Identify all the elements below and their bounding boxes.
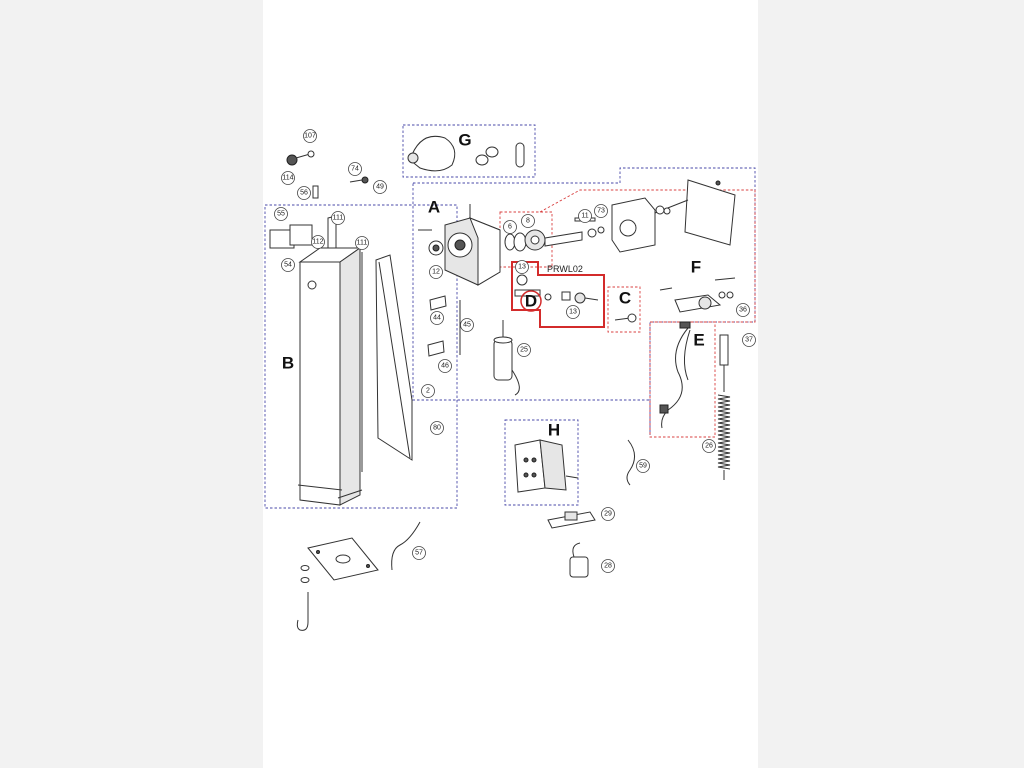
callout-2: 2 [421,384,435,398]
svg-text:114: 114 [282,175,293,182]
callout-80: 80 [430,421,444,435]
callout-59: 59 [636,459,650,473]
callout-13a: 13 [515,260,529,274]
foundation-parts [296,521,421,631]
callout-29: 29 [601,507,615,521]
svg-text:45: 45 [463,322,471,329]
svg-text:11: 11 [581,213,588,220]
svg-text:107: 107 [304,133,316,140]
svg-text:55: 55 [277,211,285,218]
callout-57: 57 [412,546,426,560]
callout-111a: 111 [331,211,345,225]
callout-45: 45 [460,318,474,332]
control-box-h [514,439,579,493]
group-c-outline [607,286,641,333]
callout-11: 11 [578,209,592,223]
kit-d-parts [514,274,599,304]
spring-assembly [717,334,731,480]
svg-text:36: 36 [739,307,747,314]
callout-54: 54 [281,258,295,272]
svg-text:37: 37 [745,337,753,344]
part-g-assembly [407,135,525,172]
group-f-outline [539,189,756,323]
callout-26: 26 [702,439,716,453]
svg-text:2: 2 [426,388,430,395]
svg-text:112: 112 [312,239,323,246]
section-letter-h: H [548,421,560,440]
svg-text:12: 12 [432,269,440,276]
callout-28: 28 [601,559,615,573]
section-letter-e: E [693,331,704,350]
svg-text:46: 46 [441,363,449,370]
svg-text:44: 44 [433,315,441,322]
svg-text:29: 29 [604,511,612,518]
housing-f [611,179,736,313]
svg-text:54: 54 [284,262,292,269]
kit-d-marker [520,290,542,312]
callout-114: 114 [281,171,295,185]
callout-group: 107 114 74 49 56 55 112 54 111 111 12 6 … [274,129,756,573]
svg-text:80: 80 [433,425,441,432]
callout-111b: 111 [355,236,369,250]
kit-code-label: PRWL02 [547,264,583,274]
svg-text:26: 26 [705,443,713,450]
wiring-e [659,321,691,429]
svg-text:73: 73 [597,208,605,215]
callout-12: 12 [429,265,443,279]
parts-top-left [286,150,369,199]
callout-73: 73 [594,204,608,218]
svg-text:56: 56 [300,190,308,197]
callout-36: 36 [736,303,750,317]
section-letter-d: D [525,292,537,311]
section-letter-c: C [619,289,631,308]
group-b-outline [264,204,458,509]
callout-107: 107 [303,129,317,143]
column-b [269,215,413,506]
section-letter-a: A [428,198,440,217]
group-h-outline [504,419,579,506]
section-letter-b: B [282,354,294,373]
svg-text:25: 25 [520,347,528,354]
svg-text:13: 13 [569,309,577,316]
callout-112: 112 [311,235,325,249]
callout-74: 74 [348,162,362,176]
section-letter-g: G [458,131,471,150]
callout-25: 25 [517,343,531,357]
svg-text:111: 111 [333,215,344,222]
callout-44: 44 [430,311,444,325]
motor-a [418,204,501,286]
svg-text:49: 49 [376,184,384,191]
gear-shaft-assembly [504,217,605,252]
callout-56: 56 [297,186,311,200]
kit-highlight-outline [511,261,605,328]
callout-8: 8 [521,214,535,228]
callout-49: 49 [373,180,387,194]
svg-text:6: 6 [508,224,512,231]
brackets-capacitor [427,295,520,396]
svg-text:8: 8 [526,218,530,225]
callout-13b: 13 [566,305,580,319]
svg-text:74: 74 [351,166,359,173]
part-c [614,313,637,323]
svg-text:28: 28 [604,563,612,570]
misc-electrics [547,439,635,578]
section-letter-f: F [691,258,701,277]
svg-text:57: 57 [415,550,423,557]
callout-55: 55 [274,207,288,221]
callout-6: 6 [503,220,517,234]
group-g-outline [402,124,536,178]
svg-text:111: 111 [357,240,368,247]
svg-text:59: 59 [639,463,647,470]
callout-37: 37 [742,333,756,347]
group-e-outline [649,321,716,438]
callout-46: 46 [438,359,452,373]
svg-text:13: 13 [518,264,526,271]
